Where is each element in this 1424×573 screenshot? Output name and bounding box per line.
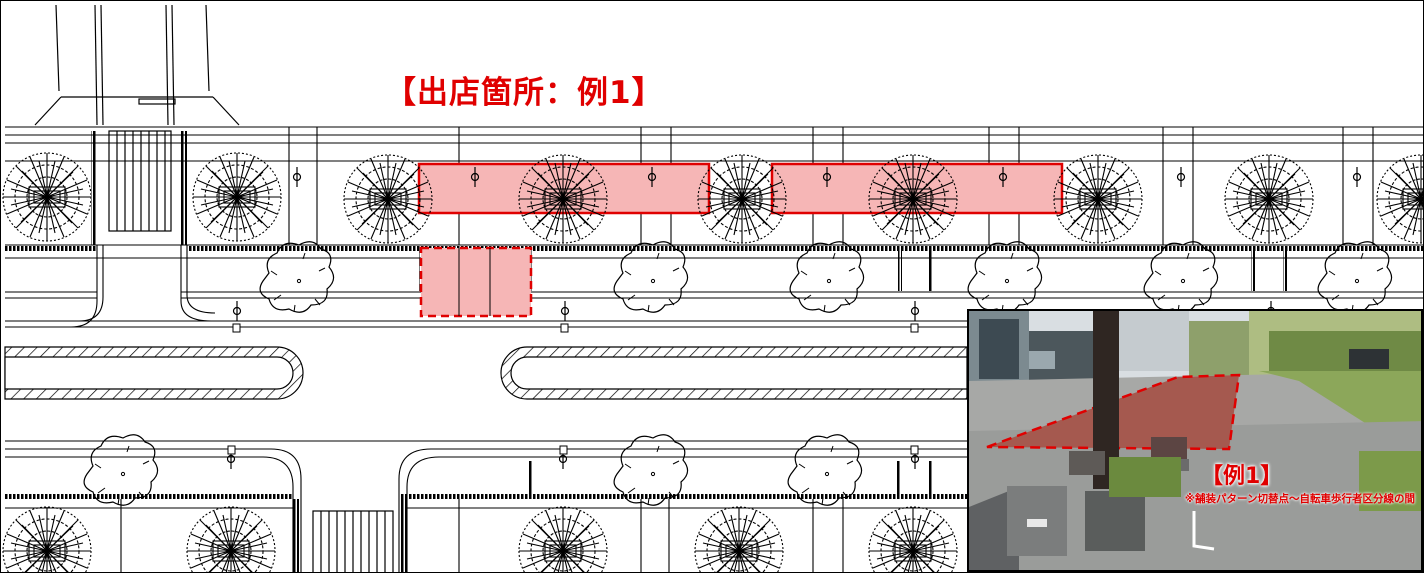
light-pole-icon	[1352, 166, 1362, 188]
shrub-icon	[1317, 241, 1393, 313]
site-photo: 【例1】 ※舗装パターン切替点～自転車歩行者区分線の間	[967, 309, 1423, 572]
shrub-icon	[967, 241, 1043, 313]
site-photo-illustration	[969, 311, 1421, 570]
tree-row-upper	[2, 152, 1423, 244]
tree-icon	[192, 152, 282, 242]
light-pole-icon	[560, 300, 570, 322]
tree-icon	[1053, 154, 1143, 244]
shrub-icon	[1143, 241, 1219, 313]
tree-icon	[868, 506, 958, 572]
upper-road-outline	[34, 4, 240, 126]
photo-note: ※舗装パターン切替点～自転車歩行者区分線の間	[1184, 493, 1415, 505]
sidewalk-lines	[5, 126, 1423, 328]
light-pole-icon	[292, 166, 302, 188]
tree-icon	[1376, 154, 1423, 244]
road-medians	[4, 346, 968, 400]
crosswalk-icon	[108, 130, 394, 572]
tree-icon	[868, 154, 958, 244]
store-area-3-dashed	[419, 246, 533, 318]
tree-icon	[2, 152, 92, 242]
tree-icon	[1224, 154, 1314, 244]
shrub-icon	[259, 241, 335, 313]
light-pole-icon	[232, 300, 242, 322]
page-title: 【出店箇所：例1】	[385, 75, 664, 111]
tree-icon	[186, 506, 276, 572]
tree-icon	[2, 506, 92, 572]
tree-icon	[518, 154, 608, 244]
tree-row-lower	[2, 506, 958, 572]
shrub-icon	[613, 241, 689, 313]
store-area-highlights	[417, 162, 1064, 318]
tree-icon	[343, 154, 433, 244]
shrub-icon	[789, 241, 865, 313]
light-pole-icon	[910, 300, 920, 322]
light-pole-icon	[1176, 166, 1186, 188]
tree-icon	[694, 506, 784, 572]
photo-example-label: 【例1】	[1201, 464, 1283, 489]
tree-icon	[697, 154, 787, 244]
lower-sidewalk-lines	[5, 440, 967, 572]
tree-icon	[518, 506, 608, 572]
